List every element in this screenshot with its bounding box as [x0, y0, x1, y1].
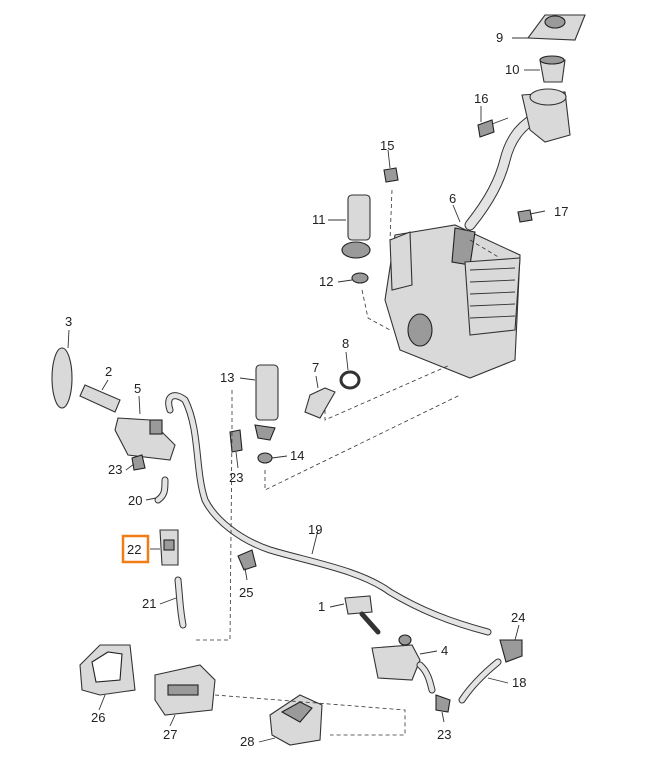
callout-14: 14: [290, 448, 304, 463]
callout-6: 6: [449, 191, 456, 206]
callout-13: 13: [220, 370, 234, 385]
connector-24: [499, 639, 523, 663]
callout-5: 5: [134, 381, 141, 396]
nut-17: [517, 209, 533, 223]
clip-25: [237, 549, 257, 571]
bracket-26: [79, 644, 136, 696]
connector-23c: [435, 694, 451, 713]
leader-lines: [67, 37, 546, 743]
control-unit-27: [154, 664, 216, 716]
actuator-4: [371, 634, 436, 694]
callout-17: 17: [554, 204, 568, 219]
callout-23-middle: 23: [229, 470, 243, 485]
hose-18: [458, 658, 502, 704]
callout-22-highlight-box: [121, 534, 150, 564]
sealing-ring-8: [339, 370, 361, 390]
telescopic-cylinder-5: [114, 417, 176, 461]
washer-pump-13: [254, 364, 279, 441]
callout-3: 3: [65, 314, 72, 329]
bolt-15: [383, 167, 399, 183]
callout-11: 11: [312, 212, 326, 227]
connector-1: [344, 595, 381, 635]
callout-22: 22: [127, 542, 141, 557]
switch-28: [269, 694, 323, 746]
callout-27: 27: [163, 727, 177, 742]
callout-15: 15: [380, 138, 394, 153]
callout-2: 2: [105, 364, 112, 379]
filler-cap: [526, 14, 586, 41]
callout-12: 12: [319, 274, 333, 289]
dashed-guides: [195, 189, 501, 736]
connector-23a: [131, 454, 146, 471]
callout-20: 20: [128, 493, 142, 508]
callout-10: 10: [505, 62, 519, 77]
callout-23-upper-left: 23: [108, 462, 122, 477]
bolt-16: [477, 117, 509, 138]
callout-9: 9: [496, 30, 503, 45]
callout-24: 24: [511, 610, 525, 625]
grommet-12: [351, 272, 369, 284]
callout-26: 26: [91, 710, 105, 725]
callout-16: 16: [474, 91, 488, 106]
washer-pump-11: [341, 194, 371, 259]
strainer: [539, 55, 566, 83]
washer-reservoir: [384, 224, 521, 379]
hose-21: [174, 576, 187, 629]
nozzle-2: [79, 384, 121, 413]
callout-19: 19: [308, 522, 322, 537]
callout-28: 28: [240, 734, 254, 749]
callout-21: 21: [142, 596, 156, 611]
callout-7: 7: [312, 360, 319, 375]
callout-18: 18: [512, 675, 526, 690]
level-sensor-7: [304, 387, 336, 419]
hose-20: [154, 476, 169, 504]
callout-4: 4: [441, 643, 448, 658]
callout-labels: 9 10 16 15 6 17 11 12 3 8 2 7 13 5 14 23…: [65, 30, 568, 749]
connector-22: [159, 529, 179, 566]
callout-1: 1: [318, 599, 325, 614]
callout-8: 8: [342, 336, 349, 351]
main-hose-19: [165, 392, 492, 636]
nozzle-cover-3: [51, 347, 73, 409]
connector-23b: [229, 429, 243, 453]
filler-neck-hose: [464, 88, 571, 231]
callout-23-lower-right: 23: [437, 727, 451, 742]
grommet-14: [257, 452, 273, 464]
callout-25: 25: [239, 585, 253, 600]
